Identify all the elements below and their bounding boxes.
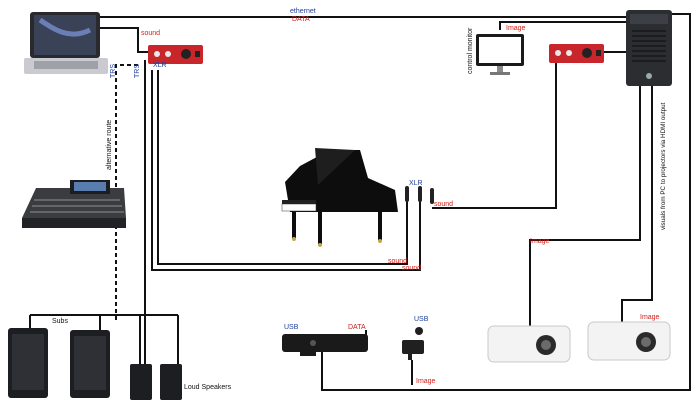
microphone-icons [405, 186, 434, 204]
trs-label-1: TRS [110, 64, 117, 78]
sound-label-top: sound [141, 30, 161, 37]
loud-speakers-label: Loud Speakers [184, 384, 232, 391]
sound-label-2: sound [402, 265, 422, 272]
sound-cable-2 [157, 70, 408, 265]
subs-label: Subs [52, 318, 68, 325]
alternative-route-label: alternative route [106, 119, 113, 170]
loudspeaker-right-icon [160, 364, 182, 400]
control-monitor-icon [476, 34, 524, 75]
pc-tower-icon [626, 10, 672, 86]
image-label-monitor: Image [506, 25, 526, 32]
control-monitor-label: control monitor [467, 27, 474, 74]
mixing-console-icon [22, 180, 126, 228]
image-label-bottom: Image [416, 378, 436, 385]
subwoofer-right-icon [70, 330, 110, 398]
grand-piano-icon [281, 148, 398, 247]
xlr-label-piano: XLR [409, 180, 423, 187]
alternative-route-cable [115, 64, 138, 320]
trs-label-2: TRS [134, 64, 141, 78]
laptop-interface-cable [100, 27, 150, 53]
usb-data-cable [321, 13, 691, 391]
projector-left-icon [487, 325, 571, 363]
image-label-projector-1: Image [530, 238, 550, 245]
image-label-projector-2: Image [640, 314, 660, 321]
subwoofer-left-icon [8, 328, 48, 398]
projector-right-icon [587, 321, 671, 361]
ethernet-label: ethernet [290, 8, 316, 15]
mic-sound-cable [432, 60, 557, 209]
monitor-cable [499, 21, 628, 30]
sound-label-mic: sound [434, 201, 454, 208]
loudspeaker-left-icon [130, 364, 152, 400]
kinect-sensor-icon [282, 334, 368, 356]
usb-label-kinect: USB [284, 324, 299, 331]
visuals-note-label: visuals from PC to projectors via HDMI o… [660, 102, 667, 230]
usb-label-camera: USB [414, 316, 429, 323]
data-label-top: DATA [292, 16, 310, 23]
hdmi-cable-projector-2 [621, 85, 653, 322]
xlr-label-left: XLR [153, 62, 167, 69]
sound-label-1: sound [388, 258, 408, 265]
audio-interface-left-icon [148, 45, 203, 64]
camera-icon [402, 327, 424, 360]
data-label-kinect: DATA [348, 324, 366, 331]
sound-cable-1 [151, 70, 421, 271]
audio-interface-right-icon [549, 44, 604, 63]
hdmi-cable-projector-1 [529, 85, 641, 330]
laptop-icon [24, 12, 108, 74]
